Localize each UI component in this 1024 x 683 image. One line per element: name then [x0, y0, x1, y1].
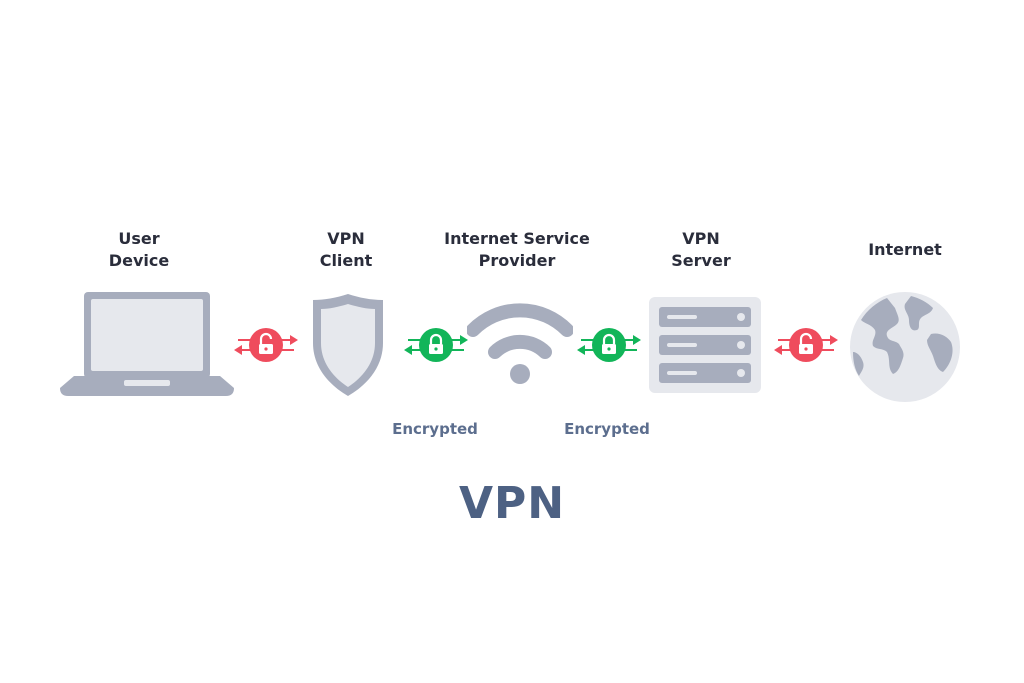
- locked-padlock-icon: [419, 328, 453, 362]
- label-line: User: [118, 229, 160, 248]
- connection-vpn-server-to-internet: [774, 328, 838, 362]
- label-line: Provider: [478, 251, 556, 270]
- node-label-internet: Internet: [868, 239, 942, 261]
- label-line: Client: [319, 251, 373, 270]
- node-label-user-device: User Device: [109, 228, 169, 272]
- connection-isp-to-vpn-server: [577, 328, 641, 362]
- label-line: Internet Service: [444, 229, 590, 248]
- shield-icon: [313, 294, 383, 396]
- wifi-icon: [467, 303, 573, 384]
- diagram-title: VPN: [458, 478, 566, 529]
- connection-vpn-client-to-isp: [404, 328, 468, 362]
- encrypted-label: Encrypted: [564, 420, 650, 438]
- node-label-vpn-client: VPN Client: [320, 228, 373, 272]
- unlocked-padlock-icon: [789, 328, 823, 362]
- server-icon: [649, 297, 761, 393]
- label-line: VPN: [682, 229, 720, 248]
- connection-user-device-to-vpn-client: [234, 328, 298, 362]
- unlocked-padlock-icon: [249, 328, 283, 362]
- laptop-icon: [60, 292, 234, 396]
- node-label-isp: Internet Service Provider: [444, 228, 590, 272]
- label-line: Device: [108, 251, 170, 270]
- locked-padlock-icon: [592, 328, 626, 362]
- encrypted-label: Encrypted: [392, 420, 478, 438]
- label-line: Server: [671, 251, 731, 270]
- label-line: Internet: [868, 240, 942, 259]
- globe-icon: [850, 292, 960, 402]
- label-line: VPN: [327, 229, 365, 248]
- node-label-vpn-server: VPN Server: [671, 228, 730, 272]
